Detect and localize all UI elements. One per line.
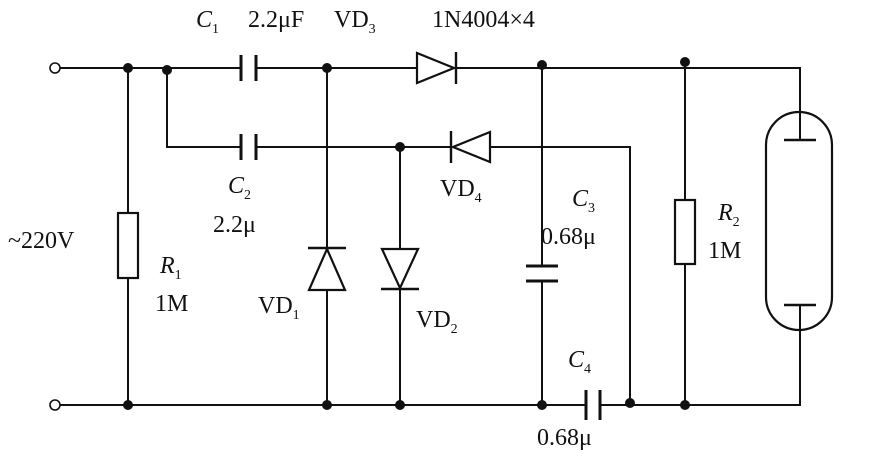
wires [59, 61, 801, 406]
wire-vd4-to-c4 [489, 146, 631, 406]
wire-top-right [457, 67, 801, 141]
wire-bottom-right [599, 321, 801, 406]
fluorescent-tube [764, 110, 834, 332]
r2-value: 1M [708, 238, 741, 264]
resistor-r2 [673, 198, 697, 266]
junction-dot [123, 400, 133, 410]
tube-body [764, 110, 834, 332]
junction-dot [680, 57, 690, 67]
vd4-label: VD4 [440, 176, 482, 206]
c3-value: 0.68μ [541, 224, 596, 250]
capacitor-c3 [526, 264, 558, 283]
diode-vd3 [415, 51, 458, 85]
vd2-label: VD2 [416, 307, 458, 337]
junction-dot [162, 65, 172, 75]
diode-vd1 [307, 246, 347, 292]
capacitor-c1 [239, 55, 258, 81]
vd3-value: 1N4004×4 [432, 7, 535, 33]
r1-label: R1 [159, 253, 182, 283]
junction-dot [395, 400, 405, 410]
junction-dot [123, 63, 133, 73]
c4-label: C4 [568, 347, 591, 377]
diode-vd4 [449, 130, 492, 164]
input-terminal-bottom [49, 399, 61, 411]
vd3-label: VD3 [334, 7, 376, 37]
capacitor-c4 [584, 390, 602, 420]
junction-dot [322, 400, 332, 410]
c1-value: 2.2μF [248, 7, 304, 33]
junction-dot [625, 398, 635, 408]
diode-vd2 [380, 247, 420, 291]
vd1-label: VD1 [258, 293, 300, 323]
c3-label: C3 [572, 186, 595, 216]
junctions [123, 57, 690, 410]
junction-dot [537, 60, 547, 70]
r2-label: R2 [717, 200, 740, 230]
wire-c2-left [166, 69, 242, 148]
junction-dot [537, 400, 547, 410]
junction-dot [680, 400, 690, 410]
r1-value: 1M [155, 291, 188, 317]
c2-label: C2 [228, 173, 251, 203]
c1-label: C1 [196, 7, 219, 37]
c4-value: 0.68μ [537, 425, 592, 451]
input-terminal-top [49, 62, 61, 74]
source-label: ~220V [8, 228, 75, 254]
junction-dot [395, 142, 405, 152]
resistor-r1 [116, 211, 140, 280]
junction-dot [322, 63, 332, 73]
capacitor-c2 [239, 134, 258, 160]
c2-value: 2.2μ [213, 212, 256, 238]
